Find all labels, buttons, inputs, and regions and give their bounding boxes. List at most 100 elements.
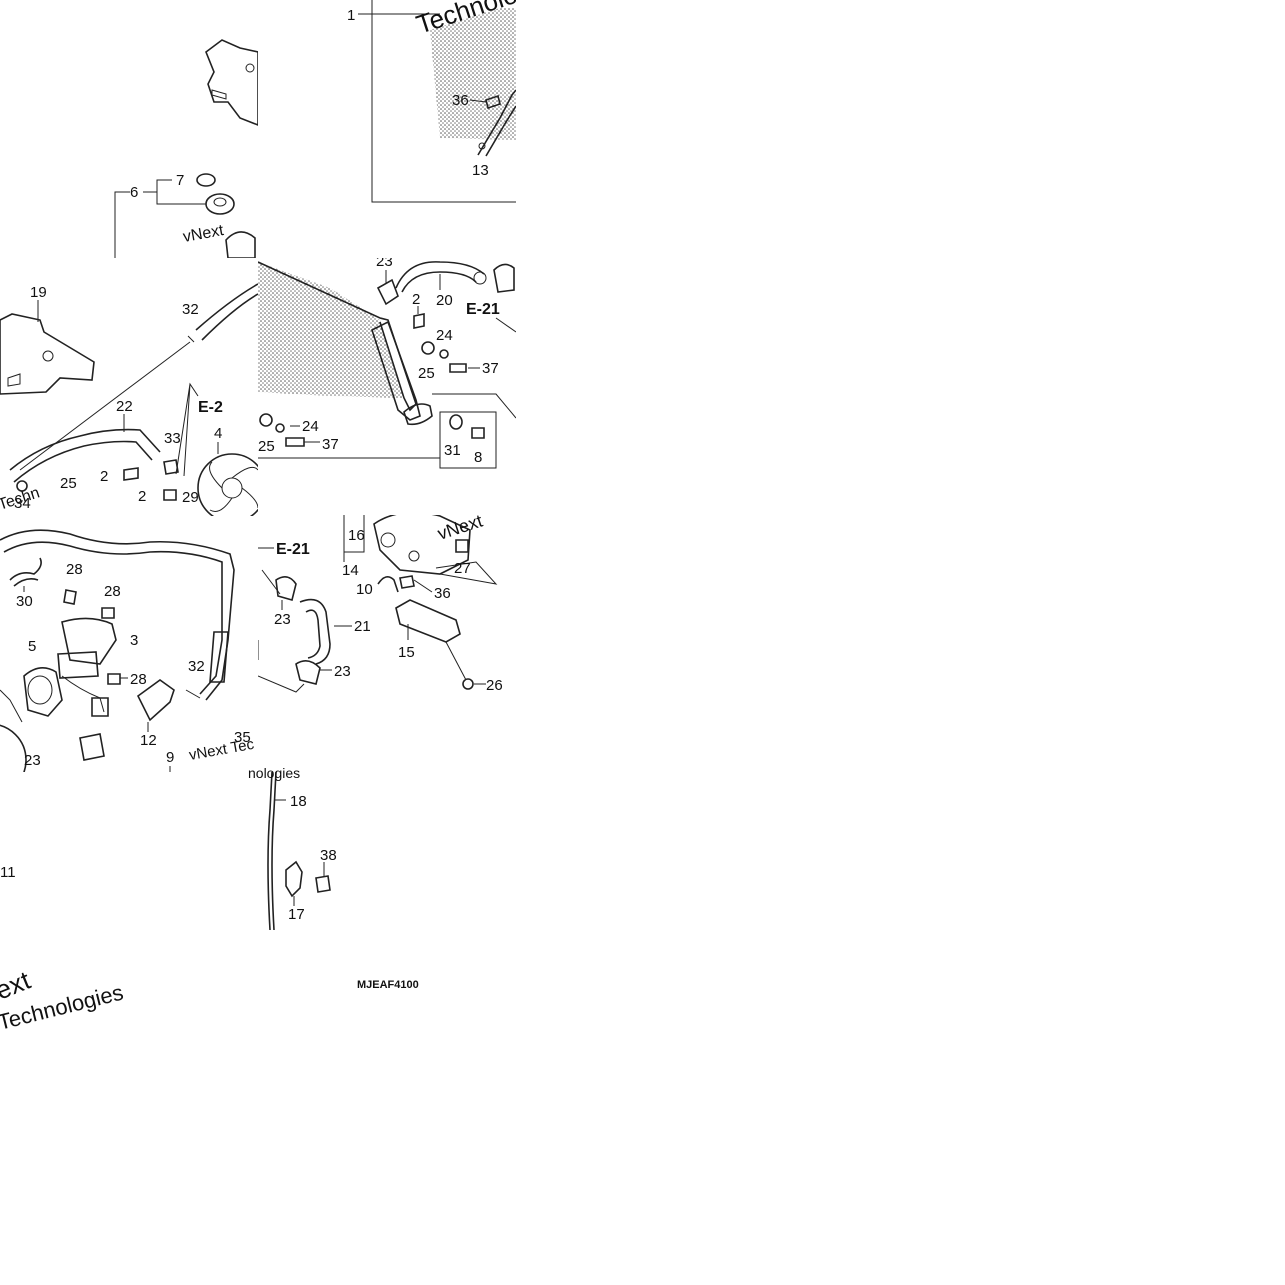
hose-20 xyxy=(395,261,485,293)
callout-23: 23 xyxy=(376,253,393,270)
watermark: ext xyxy=(0,964,35,1005)
stay-hole xyxy=(478,142,486,150)
housing-port xyxy=(380,532,396,548)
callout-32: 32 xyxy=(188,658,205,675)
tube-clip-17 xyxy=(285,860,303,898)
ref-e21: E-21 xyxy=(466,301,500,318)
callout-6: 6 xyxy=(130,184,138,201)
nut-34 xyxy=(16,480,28,492)
wire-clip-30 xyxy=(9,557,42,587)
callout-1: 1 xyxy=(347,7,355,24)
long-leader xyxy=(19,341,191,471)
callout-17: 17 xyxy=(288,906,305,923)
ref-e2: E-2 xyxy=(198,399,223,416)
leader-e21 xyxy=(495,317,516,333)
radiator-core xyxy=(258,262,404,398)
box-leader xyxy=(258,393,516,459)
callout-29: 29 xyxy=(240,407,257,424)
callout-25: 25 xyxy=(258,438,275,455)
tile-top-left: FR. 6 7 vNext xyxy=(114,39,321,258)
leader-23-upper xyxy=(261,569,283,610)
callout-27: 27 xyxy=(454,560,471,577)
callout-16: 16 xyxy=(348,527,365,544)
callout-23: 23 xyxy=(274,611,291,628)
bolt-37 xyxy=(285,437,305,447)
callout-33: 33 xyxy=(164,430,181,447)
washer-31 xyxy=(449,414,463,430)
grommet-25 xyxy=(421,341,435,355)
fan-motor-face xyxy=(27,675,53,705)
o-ring xyxy=(196,173,216,187)
bracket-leader xyxy=(0,689,201,723)
overflow-tube xyxy=(195,283,258,341)
leader-36 xyxy=(469,99,487,103)
callout-3: 3 xyxy=(130,632,138,649)
callout-2: 2 xyxy=(138,488,146,505)
leader-14-16 xyxy=(343,515,365,562)
clamp-top xyxy=(493,263,515,293)
leader-27 xyxy=(435,561,498,585)
clamp-23-lower xyxy=(295,660,321,685)
callout-7: 7 xyxy=(176,172,184,189)
callout-4: 4 xyxy=(214,425,222,442)
callout-5: 5 xyxy=(28,638,36,655)
grommet-25 xyxy=(259,413,273,427)
callout-34: 34 xyxy=(14,495,31,512)
callout-38: 38 xyxy=(320,847,337,864)
bolt-28 xyxy=(63,589,77,605)
callout-26: 26 xyxy=(486,677,503,694)
leader-15 xyxy=(407,624,467,681)
callout-24: 24 xyxy=(436,327,453,344)
mount-23 xyxy=(376,278,399,306)
bolt-36-top xyxy=(485,94,501,110)
callout-11: 11 xyxy=(0,864,16,881)
callout-37: 37 xyxy=(482,360,499,377)
bolt-2 xyxy=(163,489,177,501)
ref-e21: E-21 xyxy=(276,541,310,558)
hose-20-end xyxy=(473,271,487,285)
callout-36-top: 36 xyxy=(452,92,469,109)
bracket-hole xyxy=(245,63,255,73)
fan-motor-5 xyxy=(23,667,63,717)
clip-10 xyxy=(377,576,399,593)
front-direction-label: FR. xyxy=(290,173,321,200)
callout-10: 10 xyxy=(356,581,373,598)
fan-blades xyxy=(209,461,258,512)
radiator-tank xyxy=(371,320,421,421)
watermark: vNext xyxy=(435,511,485,544)
leader-e2 xyxy=(175,382,199,477)
fan-rim xyxy=(0,724,27,772)
filler-neck xyxy=(225,231,256,258)
radiator-core xyxy=(430,8,516,140)
callout-22: 22 xyxy=(116,398,133,415)
callout-23: 23 xyxy=(334,663,351,680)
callout-36: 36 xyxy=(434,585,451,602)
radiator-cap xyxy=(205,193,235,215)
bolt-36 xyxy=(399,575,415,589)
leader-23-lower xyxy=(258,669,332,693)
drain-bolt-29 xyxy=(244,434,256,446)
callout-30: 30 xyxy=(16,593,33,610)
bushing xyxy=(79,733,105,761)
fan-motor-stay xyxy=(61,617,117,665)
shroud-bracket-lower xyxy=(0,313,95,395)
clamp-2 xyxy=(123,467,139,481)
tube-clip-32 xyxy=(187,335,195,343)
radiator-stay xyxy=(477,89,516,157)
callout-14: 14 xyxy=(342,562,359,579)
bracket-hole xyxy=(42,350,54,362)
clip-33 xyxy=(163,459,179,475)
callout-20: 20 xyxy=(436,292,453,309)
watermark: nologies xyxy=(248,765,300,781)
siphon-hose xyxy=(0,529,235,701)
bracket-slot xyxy=(7,373,21,387)
bolt-8 xyxy=(471,427,485,439)
callout-24: 24 xyxy=(302,418,319,435)
bolt-38 xyxy=(315,875,331,893)
tile-bottom-middle: 16 14 27 10 36 15 26 21 23 23 E-21 vNext xyxy=(258,511,503,694)
radiator-cap-inner xyxy=(213,197,227,207)
callout-18: 18 xyxy=(290,793,307,810)
watermark: vNext xyxy=(182,222,226,246)
collar-24 xyxy=(275,423,285,433)
